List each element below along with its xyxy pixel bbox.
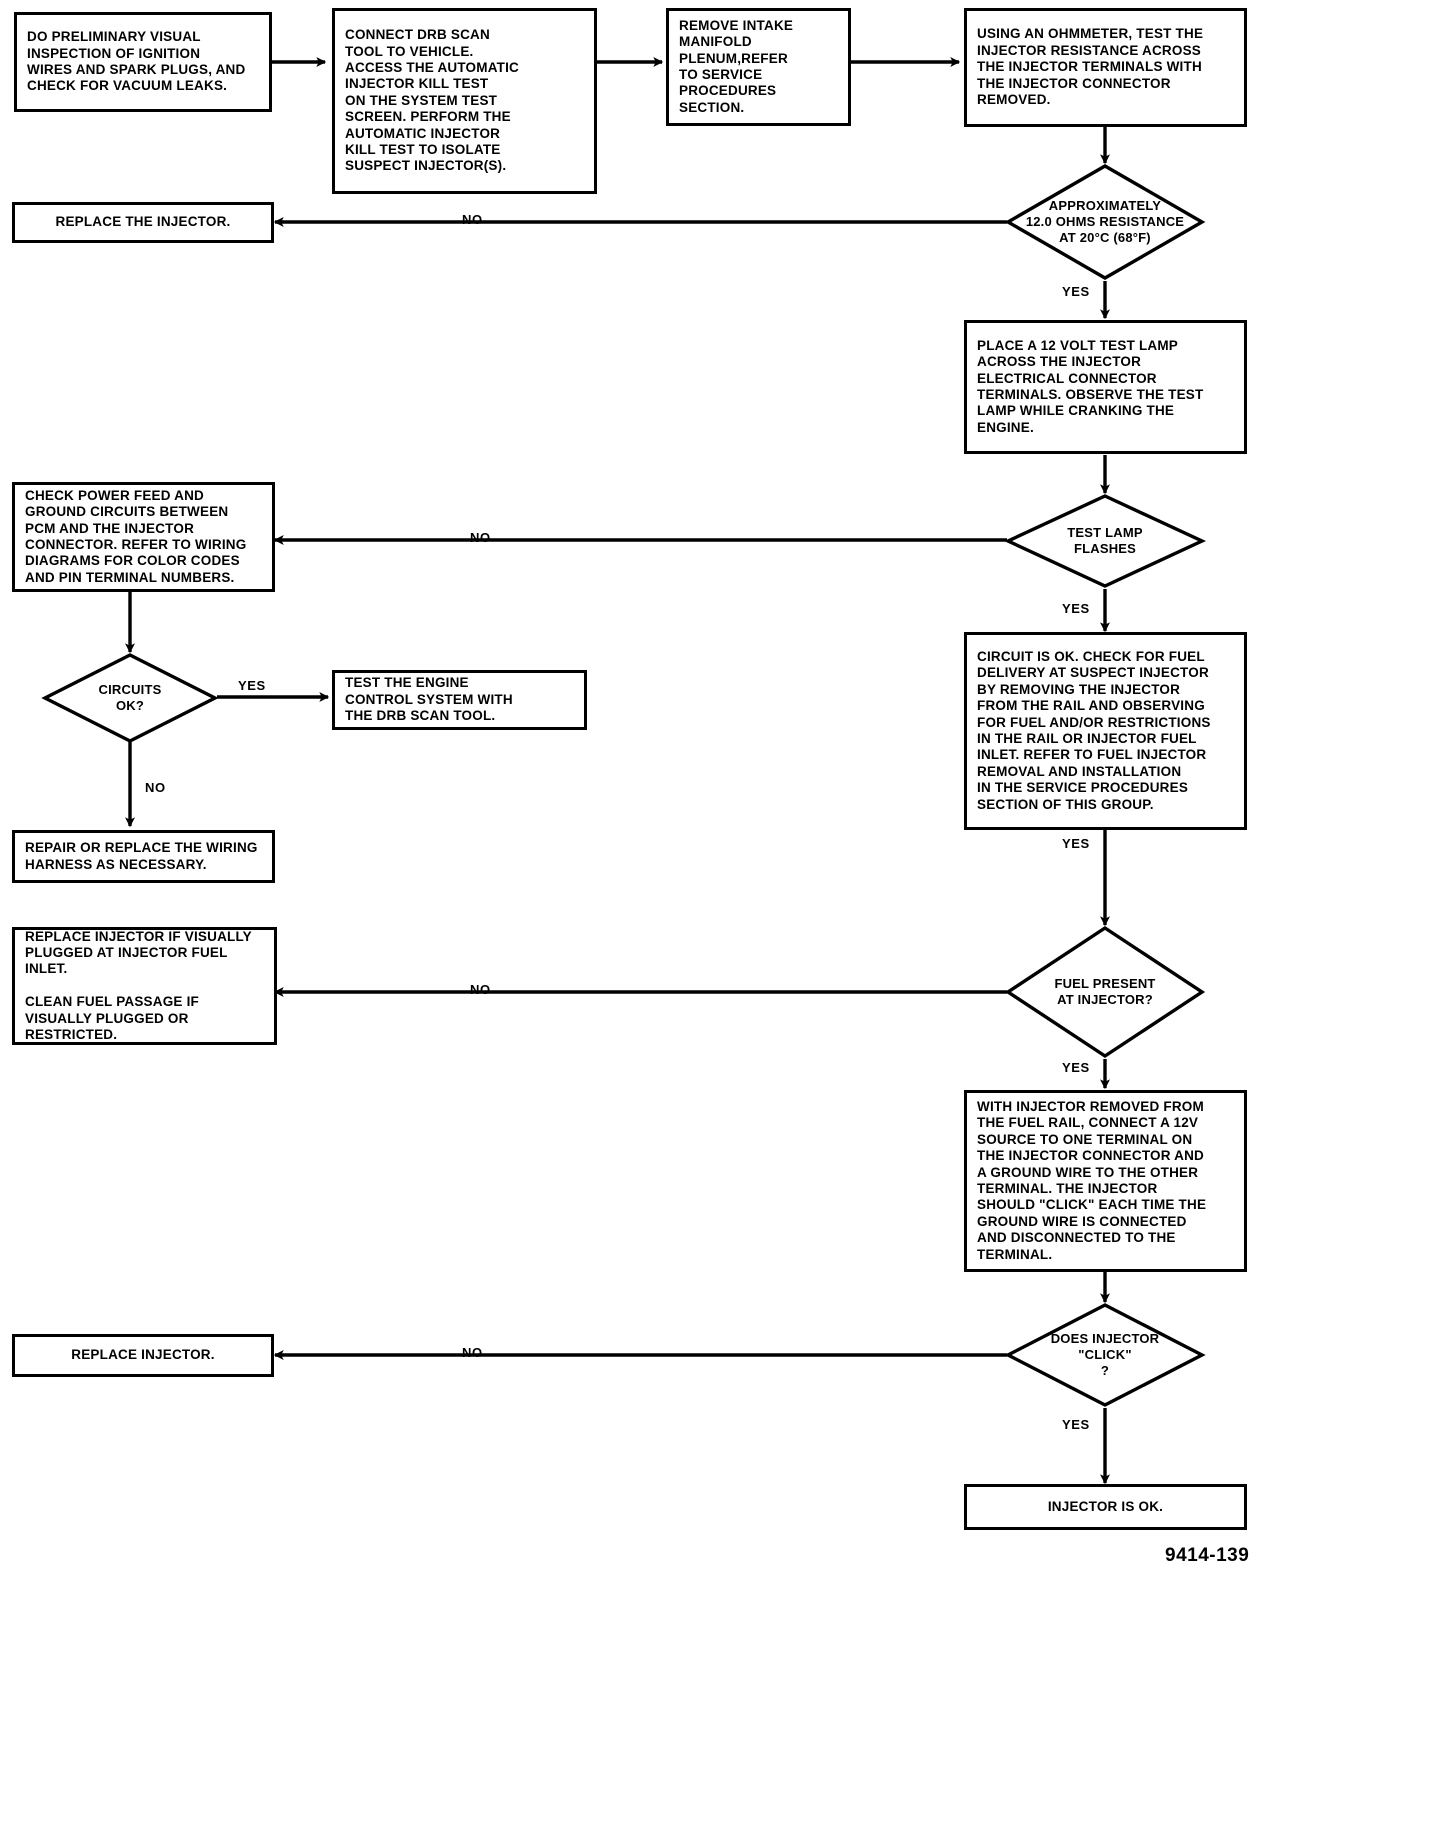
box-circuit-is-ok-check-fuel-delivery[interactable]: CIRCUIT IS OK. CHECK FOR FUEL DELIVERY A…: [964, 632, 1247, 830]
diamond-shape: [41, 653, 219, 743]
box-test-injector-resistance[interactable]: USING AN OHMMETER, TEST THE INJECTOR RES…: [964, 8, 1247, 127]
label-fuel-delivery-yes: YES: [1062, 836, 1090, 851]
box-remove-intake-manifold-plenum[interactable]: REMOVE INTAKE MANIFOLD PLENUM,REFER TO S…: [666, 8, 851, 126]
box-connect-drb-scan-tool[interactable]: CONNECT DRB SCAN TOOL TO VEHICLE. ACCESS…: [332, 8, 597, 194]
box-replace-injector-if-plugged[interactable]: REPLACE INJECTOR IF VISUALLY PLUGGED AT …: [12, 927, 277, 1045]
diamond-shape: [1004, 925, 1206, 1059]
diamond-circuits-ok[interactable]: CIRCUITS OK?: [41, 652, 219, 744]
diamond-does-injector-click[interactable]: DOES INJECTOR "CLICK" ?: [1004, 1302, 1206, 1408]
box-repair-or-replace-wiring-harness[interactable]: REPAIR OR REPLACE THE WIRING HARNESS AS …: [12, 830, 275, 883]
diamond-shape: [1003, 494, 1207, 588]
box-check-power-feed-and-ground[interactable]: CHECK POWER FEED AND GROUND CIRCUITS BET…: [12, 482, 275, 592]
label-resistance-yes: YES: [1062, 284, 1090, 299]
label-test-lamp-no: NO: [470, 530, 491, 545]
diamond-test-lamp-flashes[interactable]: TEST LAMP FLASHES: [1003, 493, 1207, 589]
label-circuits-no: NO: [145, 780, 166, 795]
diamond-fuel-present[interactable]: FUEL PRESENT AT INJECTOR?: [1004, 925, 1206, 1059]
label-click-no: NO: [462, 1345, 483, 1360]
box-connect-12v-source-click-test[interactable]: WITH INJECTOR REMOVED FROM THE FUEL RAIL…: [964, 1090, 1247, 1272]
box-test-engine-control-system[interactable]: TEST THE ENGINE CONTROL SYSTEM WITH THE …: [332, 670, 587, 730]
label-circuits-yes: YES: [238, 678, 266, 693]
box-place-12-volt-test-lamp[interactable]: PLACE A 12 VOLT TEST LAMP ACROSS THE INJ…: [964, 320, 1247, 454]
label-test-lamp-yes: YES: [1062, 601, 1090, 616]
diamond-shape: [1004, 164, 1206, 280]
box-replace-injector[interactable]: REPLACE INJECTOR.: [12, 1334, 274, 1377]
label-fuel-present-yes: YES: [1062, 1060, 1090, 1075]
diamond-resistance-decision[interactable]: APPROXIMATELY 12.0 OHMS RESISTANCE AT 20…: [1004, 163, 1206, 281]
label-fuel-present-no: NO: [470, 982, 491, 997]
box-injector-is-ok[interactable]: INJECTOR IS OK.: [964, 1484, 1247, 1530]
figure-number: 9414-139: [1165, 1545, 1250, 1566]
label-click-yes: YES: [1062, 1417, 1090, 1432]
diamond-shape: [1004, 1303, 1206, 1407]
box-replace-the-injector[interactable]: REPLACE THE INJECTOR.: [12, 202, 274, 243]
box-preliminary-visual-inspection[interactable]: DO PRELIMINARY VISUAL INSPECTION OF IGNI…: [14, 12, 272, 112]
label-resistance-no: NO: [462, 212, 483, 227]
